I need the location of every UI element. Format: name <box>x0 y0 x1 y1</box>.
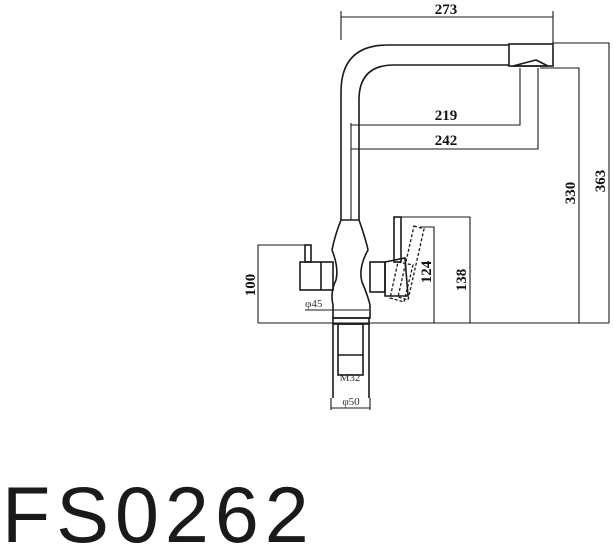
dim-330 <box>540 67 580 323</box>
label-m32: M32 <box>340 372 361 384</box>
faucet-body <box>331 219 371 319</box>
dim-363 <box>553 42 610 323</box>
label-219: 219 <box>435 108 458 124</box>
dim-138 <box>401 216 471 323</box>
label-363: 363 <box>593 170 609 193</box>
spout-outer <box>340 44 509 220</box>
right-lever <box>393 216 402 263</box>
left-handle <box>299 261 334 291</box>
right-handle <box>384 257 409 297</box>
dim-273 <box>340 11 554 44</box>
shank-inner <box>337 323 364 376</box>
spout-inner <box>358 64 509 220</box>
label-phi45: φ45 <box>305 298 323 310</box>
label-138: 138 <box>454 269 470 292</box>
model-number: FS0262 <box>2 470 315 559</box>
right-lever-rotated <box>389 225 425 303</box>
dim-100 <box>257 244 311 323</box>
shank-outer <box>332 324 370 398</box>
right-handle-stub <box>369 261 386 293</box>
dim-242 <box>351 68 539 150</box>
label-124: 124 <box>419 260 435 283</box>
label-phi50: φ50 <box>342 396 360 408</box>
dim-219 <box>350 68 521 220</box>
spout-head <box>508 43 554 67</box>
label-242: 242 <box>435 133 458 149</box>
left-lever <box>304 244 312 263</box>
label-100: 100 <box>243 274 259 297</box>
label-330: 330 <box>563 182 579 205</box>
spout-nozzle <box>512 59 549 67</box>
dim-phi50 <box>330 398 371 410</box>
dim-124 <box>420 226 435 323</box>
label-273: 273 <box>435 2 458 18</box>
